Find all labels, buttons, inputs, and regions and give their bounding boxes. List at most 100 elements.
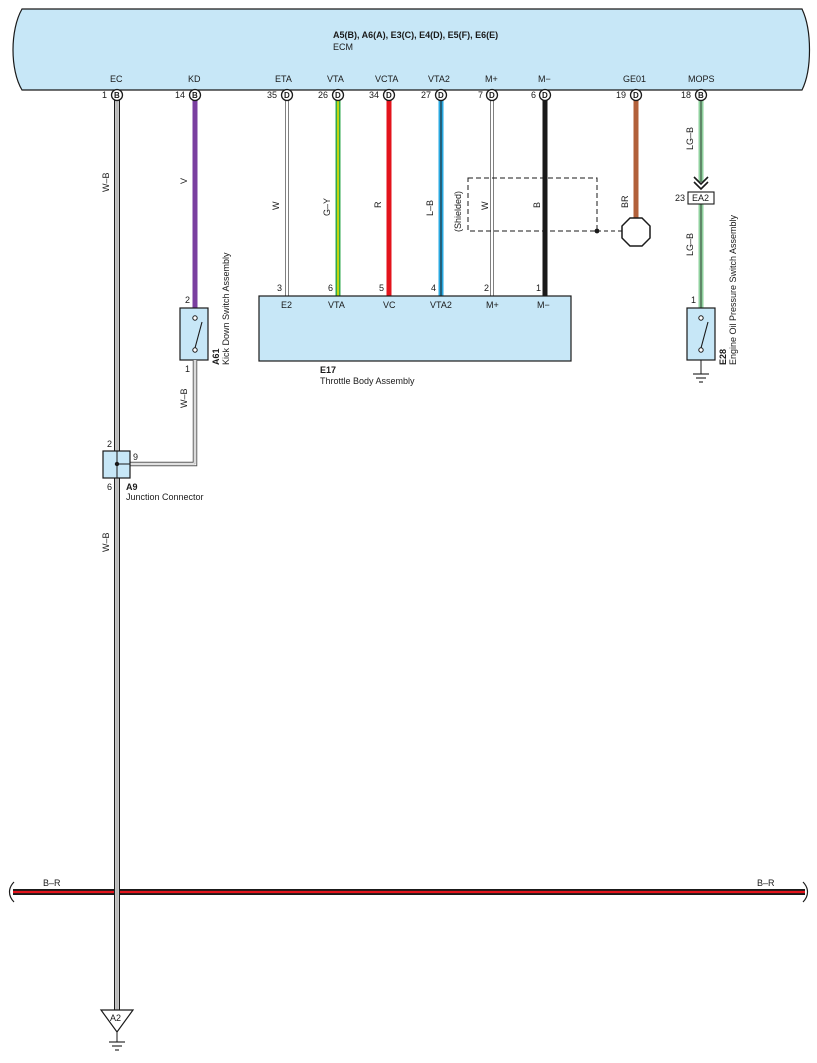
wires (114, 100, 704, 1010)
wire-label-br: BR (620, 195, 630, 208)
ops-contact-bottom (698, 347, 704, 353)
pin-conn-vta: D (335, 91, 341, 100)
wire-kd-to-junction-outline (130, 360, 198, 467)
terminal-label-kd: KD (188, 74, 201, 84)
pin-conn-mops: B (698, 91, 704, 100)
junction-pin-top: 2 (107, 439, 112, 449)
pin-marker-mminus: D 6 (531, 88, 552, 102)
junction-pin-bottom: 6 (107, 482, 112, 492)
a2-ground-code: A2 (110, 1013, 121, 1023)
wire-label-wb-upper: W–B (101, 172, 111, 192)
terminal-label-mminus: M− (538, 74, 551, 84)
pin-num-eta: 35 (267, 90, 277, 100)
pin-num-vcta: 34 (369, 90, 379, 100)
terminal-label-vta2: VTA2 (428, 74, 450, 84)
tb-pinlabel-mminus: M− (537, 300, 550, 310)
tb-pinnum-vta: 6 (328, 283, 333, 293)
pin-marker-vta: D 26 (318, 88, 345, 102)
oil-pressure-code: E28 (718, 349, 728, 365)
wire-kd-to-junction-stripe (130, 360, 196, 465)
shield-junction-dot (594, 228, 600, 234)
tb-pinnum-e2: 3 (277, 283, 282, 293)
kick-down-name: Kick Down Switch Assembly (221, 252, 231, 365)
pin-num-ge01: 19 (616, 90, 626, 100)
junction-connector: 2 9 6 A9 Junction Connector (102, 439, 204, 502)
kick-down-code: A61 (211, 348, 221, 365)
a2-ground-triangle (99, 1009, 135, 1034)
junction-name: Junction Connector (126, 492, 204, 502)
shield-group: (Shielded) (453, 177, 622, 234)
ops-contact-top (698, 315, 704, 321)
pin-marker-ec: B 1 (102, 88, 124, 102)
ecm-pin-markers: B 1 B 14 D 35 D 26 D 34 D 27 (102, 88, 708, 102)
throttle-body-code: E17 (320, 365, 336, 375)
chevron-down-icon-2 (693, 181, 709, 191)
pin-marker-vcta: D 34 (369, 88, 396, 102)
junction-dot (114, 461, 120, 467)
tb-pinnum-mminus: 1 (536, 283, 541, 293)
wire-kd-to-junction (130, 360, 197, 466)
pin-conn-vcta: D (386, 91, 392, 100)
oil-pressure-name: Engine Oil Pressure Switch Assembly (728, 214, 738, 365)
kd-contact-bottom (192, 347, 198, 353)
tb-pinnum-vc: 5 (379, 283, 384, 293)
terminal-label-eta: ETA (275, 74, 292, 84)
junction-code: A9 (126, 482, 138, 492)
pin-marker-ge01: D 19 (616, 88, 643, 102)
kd-pin-bottom: 1 (185, 364, 190, 374)
wire-label-lgb-lower: LG–B (685, 233, 695, 256)
pin-conn-eta: D (284, 91, 290, 100)
tb-pinlabel-vta: VTA (328, 300, 345, 310)
tb-pinnum-mplus: 2 (484, 283, 489, 293)
ecm-terminal-labels: EC KD ETA VTA VCTA VTA2 M+ M− GE01 MOPS (110, 74, 715, 84)
kick-down-switch: 2 1 A61 Kick Down Switch Assembly (130, 252, 231, 467)
pin-conn-mminus: D (542, 91, 548, 100)
wire-label-b: B (532, 202, 542, 208)
pin-marker-mops: B 18 (681, 88, 708, 102)
pin-conn-ge01: D (633, 91, 639, 100)
bus-label-right: B–R (757, 878, 775, 888)
wire-label-lb: L–B (425, 200, 435, 216)
pin-marker-eta: D 35 (267, 88, 294, 102)
terminal-label-vta: VTA (327, 74, 344, 84)
pin-marker-kd: B 14 (175, 88, 202, 102)
ecm-box (12, 8, 811, 91)
pin-num-vta2: 27 (421, 90, 431, 100)
terminal-label-mplus: M+ (485, 74, 498, 84)
ecm-name-label: ECM (333, 42, 353, 52)
pin-num-mminus: 6 (531, 90, 536, 100)
ecm-connectors-label: A5(B), A6(A), E3(C), E4(D), E5(F), E6(E) (333, 30, 498, 40)
throttle-body-box (258, 295, 572, 362)
ea2-box (687, 191, 715, 205)
wire-color-labels: W–B V W G–Y R L–B W B BR LG–B LG–B W–B W… (101, 127, 695, 552)
wire-label-wb-lower: W–B (101, 532, 111, 552)
kd-switch-blade (194, 321, 203, 349)
throttle-body-name: Throttle Body Assembly (320, 376, 415, 386)
oil-pressure-switch: 1 E28 Engine Oil Pressure Switch Assembl… (686, 214, 738, 383)
pin-num-kd: 14 (175, 90, 185, 100)
wire-label-lgb-upper: LG–B (685, 127, 695, 150)
br-bus: B–R B–R (8, 878, 809, 903)
pin-num-mplus: 7 (478, 90, 483, 100)
wire-label-w-eta: W (271, 201, 281, 210)
pin-num-ec: 1 (102, 90, 107, 100)
pin-marker-vta2: D 27 (421, 88, 448, 102)
pin-conn-ec: B (114, 91, 120, 100)
terminal-label-ec: EC (110, 74, 123, 84)
bus-left-bracket (8, 881, 15, 903)
ops-switch-blade (700, 321, 709, 349)
terminal-label-vcta: VCTA (375, 74, 398, 84)
bus-label-left: B–R (43, 878, 61, 888)
chevron-down-icon (693, 176, 709, 186)
wire-label-r: R (373, 201, 383, 208)
shield-box (467, 177, 598, 232)
terminal-label-ge01: GE01 (623, 74, 646, 84)
pin-conn-vta2: D (438, 91, 444, 100)
a2-ground-point: A2 (99, 1009, 135, 1051)
terminal-label-mops: MOPS (688, 74, 715, 84)
tb-pinnum-vta2: 4 (431, 283, 436, 293)
throttle-body-assembly: 3 6 5 4 2 1 E2 VTA VC VTA2 M+ M− E17 Thr… (258, 283, 572, 386)
ea2-pin: 23 (675, 193, 685, 203)
junction-pin-right: 9 (133, 452, 138, 462)
